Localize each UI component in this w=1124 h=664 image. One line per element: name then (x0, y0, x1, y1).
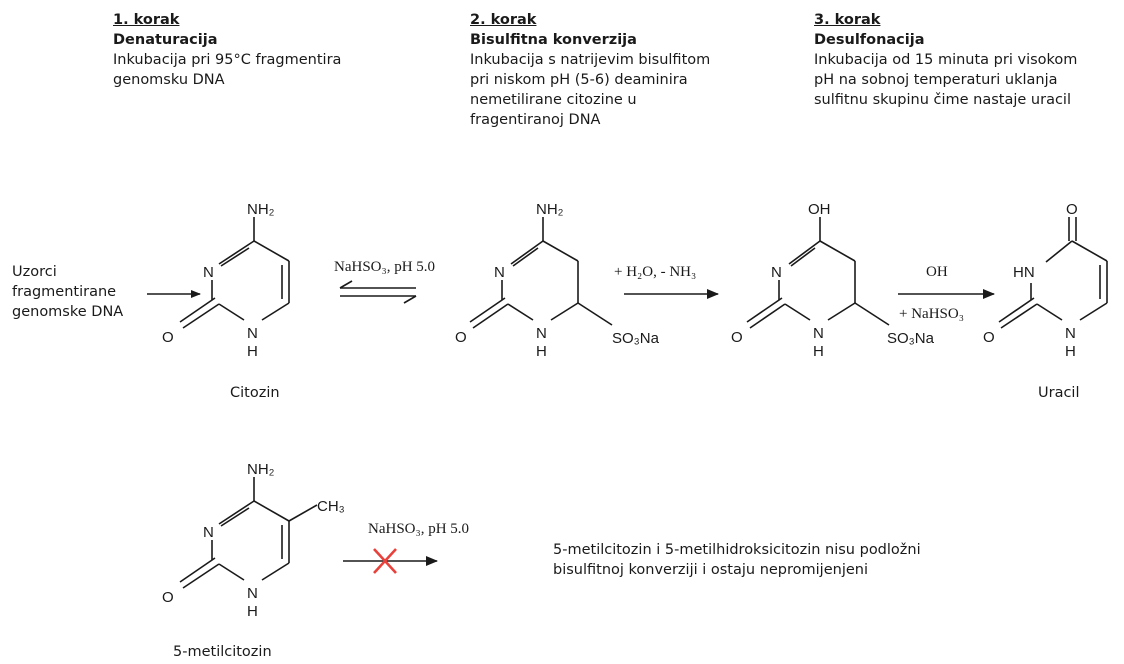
methylcytosine-name: 5-metilcitozin (173, 644, 272, 660)
atom-label: O (162, 329, 174, 346)
atom-label: O (1066, 201, 1078, 218)
atom-label: N (536, 325, 547, 342)
atom-label: SO₃Na (887, 330, 935, 347)
atom-label: N (1065, 325, 1076, 342)
input-label-line: Uzorci (12, 264, 57, 280)
input-label-line: genomske DNA (12, 304, 124, 320)
sulfonate-intermediate-2 (746, 217, 890, 329)
atom-label: H (1065, 343, 1076, 360)
step-desc-line: sulfitnu skupinu čime nastaje uracil (814, 92, 1071, 108)
equilibrium-arrow (339, 280, 417, 304)
atom-label: O (162, 589, 174, 606)
atom-label: H (813, 343, 824, 360)
step-desc-line: Inkubacija pri 95°C fragmentira (113, 52, 342, 68)
step-1: 1. korak Denaturacija Inkubacija pri 95°… (113, 10, 341, 90)
atom-label: HN (1013, 264, 1035, 281)
step-number: 1. korak (113, 12, 180, 28)
step-desc-line: genomsku DNA (113, 72, 225, 88)
atom-label: N (494, 264, 505, 281)
step-desc-line: Inkubacija od 15 minuta pri visokom (814, 52, 1078, 68)
reagent-label: + H₂O, - NH₃ (614, 264, 696, 280)
cytosine-structure (179, 217, 290, 329)
cross-icon (373, 548, 397, 574)
reagent-label: NaHSO₃, pH 5.0 (368, 521, 469, 537)
step-2: 2. korak Bisulfitna konverzija Inkubacij… (470, 10, 710, 130)
atom-label: CH₃ (317, 498, 345, 515)
input-label: Uzorci fragmentirane genomske DNA (12, 262, 123, 322)
bonds (179, 217, 1108, 589)
reagent-label: OH (926, 264, 948, 280)
step-3: 3. korak Desulfonacija Inkubacija od 15 … (814, 10, 1077, 110)
arrows (147, 280, 995, 566)
step-number: 3. korak (814, 12, 881, 28)
step-number: 2. korak (470, 12, 537, 28)
sulfonate-intermediate-1 (469, 217, 613, 329)
methylcytosine-structure (179, 477, 318, 589)
atom-label: NH₂ (247, 461, 275, 478)
uracil-structure (998, 217, 1108, 329)
atom-label: SO₃Na (612, 330, 660, 347)
step-title: Denaturacija (113, 32, 218, 48)
atom-label: O (455, 329, 467, 346)
atom-label: OH (808, 201, 831, 218)
step-title: Desulfonacija (814, 32, 925, 48)
note: 5-metilcitozin i 5-metilhidroksicitozin … (553, 540, 921, 580)
atom-label: H (247, 343, 258, 360)
atom-label: NH₂ (247, 201, 275, 218)
step-desc-line: pH na sobnoj temperaturi uklanja (814, 72, 1058, 88)
atom-label: N (247, 325, 258, 342)
step-title: Bisulfitna konverzija (470, 32, 637, 48)
note-line: 5-metilcitozin i 5-metilhidroksicitozin … (553, 542, 921, 558)
atom-label: N (813, 325, 824, 342)
input-label-line: fragmentirane (12, 284, 117, 300)
reagent-label: NaHSO₃, pH 5.0 (334, 259, 435, 275)
atom-label: O (731, 329, 743, 346)
cytosine-name: Citozin (230, 385, 280, 401)
atom-label: H (247, 603, 258, 620)
reagent-label: + NaHSO₃ (899, 306, 964, 322)
step-desc-line: pri niskom pH (5-6) deaminira (470, 72, 688, 88)
step-desc-line: nemetilirane citozine u (470, 92, 637, 108)
atom-label: N (771, 264, 782, 281)
atom-label: N (247, 585, 258, 602)
uracil-name: Uracil (1038, 385, 1080, 401)
note-line: bisulfitnoj konverziji i ostaju nepromij… (553, 562, 868, 578)
step-desc-line: fragentiranoj DNA (470, 112, 601, 128)
step-desc-line: Inkubacija s natrijevim bisulfitom (470, 52, 711, 68)
atom-label: O (983, 329, 995, 346)
atom-label: N (203, 524, 214, 541)
atom-label: N (203, 264, 214, 281)
atom-label: H (536, 343, 547, 360)
atom-label: NH₂ (536, 201, 564, 218)
